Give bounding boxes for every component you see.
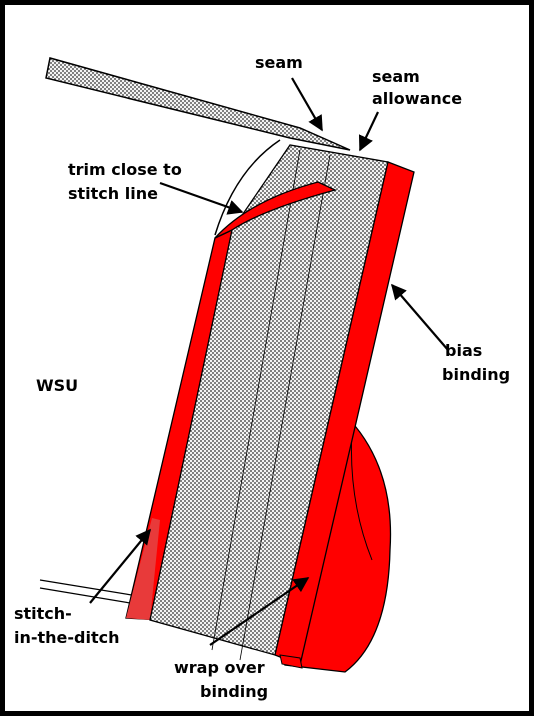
label-trim-2: stitch line (68, 184, 158, 203)
panel-fold-line-1 (211, 149, 301, 651)
seam-arrow (291, 77, 323, 132)
label-wrap-1: wrap over (174, 658, 265, 677)
label-seam: seam (255, 53, 303, 72)
bias-binding-arrow (390, 283, 449, 351)
panel-fold-line-2 (239, 154, 331, 661)
label-stitch-1: stitch- (14, 604, 72, 623)
binding-bottom-fold (279, 654, 303, 669)
top-fabric-strip (45, 57, 351, 151)
trim-arrow (159, 181, 244, 215)
neck-curve-outline (214, 139, 281, 236)
wrap-over-arrow (209, 577, 310, 646)
label-wsu: WSU (36, 376, 78, 395)
label-wrap-2: binding (200, 682, 268, 701)
stitch-in-the-ditch-highlight (126, 518, 160, 620)
label-stitch-2: in-the-ditch (14, 628, 120, 647)
label-bias-1: bias (445, 341, 482, 360)
label-seam-allowance-1: seam (372, 67, 420, 86)
label-trim-1: trim close to (68, 160, 182, 179)
wrap-fold-line (350, 429, 373, 561)
stitch-in-ditch-arrow (89, 528, 151, 604)
seam-allowance-arrow (358, 111, 379, 152)
trimmed-binding-top (214, 181, 337, 239)
label-seam-allowance-2: allowance (372, 89, 462, 108)
label-bias-2: binding (442, 365, 510, 384)
